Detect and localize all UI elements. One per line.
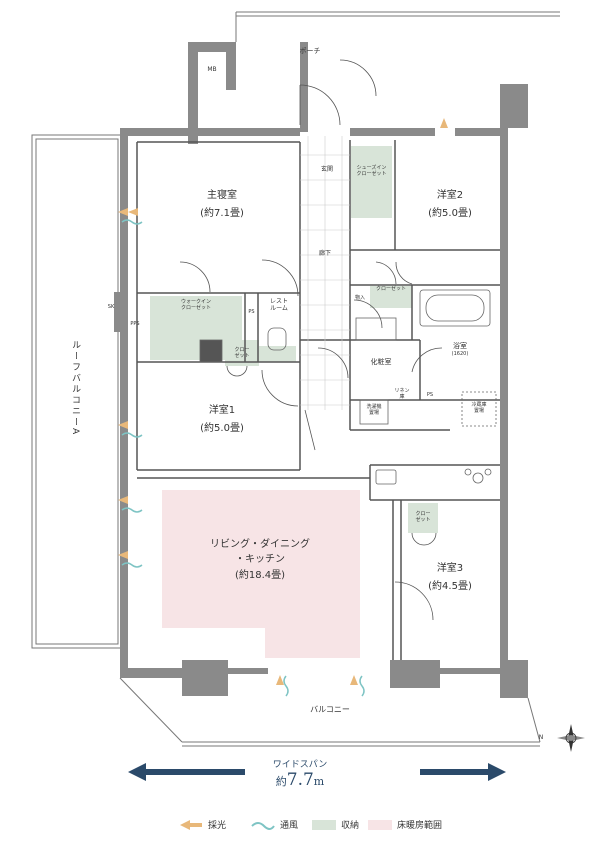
ventilation-waves (121, 219, 365, 697)
closet-b-label: クロー ゼット (234, 347, 250, 359)
storage-label: 物入 (354, 295, 365, 301)
legend-floor-heating-label: 床暖房範囲 (397, 821, 443, 831)
porch-label: ポーチ (299, 47, 321, 55)
restroom-label: レスト ルーム (269, 298, 288, 313)
legend-storage-label: 収納 (341, 821, 360, 831)
walk-in-closet-label: ウォークイン クローゼット (180, 299, 211, 311)
span-arrow-left (128, 763, 245, 781)
hallway-label: 廊下 (318, 250, 331, 257)
floor-heating-area (162, 490, 360, 658)
washer-label: 洗濯機 置場 (366, 404, 382, 416)
wide-span-value: 約7.7m (250, 770, 350, 790)
balcony-area (119, 677, 541, 747)
door-swings (179, 59, 443, 621)
ps2-label: PS (426, 392, 434, 398)
bathroom-label: 浴室 (453, 342, 467, 350)
roof-balcony-label: ルーフバルコニーA (70, 340, 80, 437)
legend-floor-heating: 床暖房範囲 (368, 818, 442, 831)
light-icon (180, 819, 202, 830)
closet-c-label: クロー ゼット (415, 511, 431, 523)
sk-label: SK (107, 304, 115, 310)
shoes-in-closet-label: シューズイン クローゼット (356, 165, 387, 177)
mb-label: MB (207, 66, 217, 73)
span-arrow-right (420, 763, 506, 781)
legend-ventilation-label: 通風 (280, 821, 299, 831)
compass-north-label: N (538, 734, 544, 741)
light-arrows (118, 118, 448, 685)
legend-ventilation: 通風 (250, 818, 298, 831)
wide-span-number: 7.7 (286, 770, 314, 790)
porch-area (235, 11, 560, 42)
fridge-label: 冷蔵庫 置場 (471, 402, 487, 414)
pps-label: PPS (130, 321, 140, 327)
storage-swatch (312, 819, 336, 830)
room3-size: (約4.5畳) (428, 581, 472, 592)
legend-light-label: 採光 (208, 821, 227, 831)
master-bedroom-size: (約7.1畳) (200, 208, 244, 219)
balcony-label: バルコニー (310, 705, 350, 714)
linen-label: リネン 庫 (394, 388, 410, 400)
living-label: リビング・ダイニング ・キッチン (210, 539, 310, 565)
compass-rose (557, 724, 585, 752)
wide-span-label: ワイドスパン (272, 760, 328, 770)
entrance-label: 玄関 (320, 166, 333, 173)
wide-span-prefix: 約 (275, 775, 287, 788)
floor-heating-swatch (368, 819, 392, 830)
living-size: (約18.4畳) (234, 570, 286, 581)
fixtures (199, 289, 497, 485)
room2-label: 洋室2 (436, 190, 464, 201)
legend-light: 採光 (178, 818, 226, 831)
powder-room-label: 化粧室 (370, 358, 392, 366)
outer-walls (114, 42, 528, 698)
legend-storage: 収納 (312, 818, 359, 831)
bathroom-size: (1620) (451, 351, 469, 357)
wide-span-arrows (128, 763, 506, 781)
master-bedroom-label: 主寝室 (207, 190, 237, 201)
ventilation-icon (251, 821, 275, 830)
wide-span-unit: m (313, 775, 325, 788)
hallway-tiles (300, 136, 350, 410)
room2-size: (約5.0畳) (428, 208, 472, 219)
room1-label: 洋室1 (208, 405, 236, 416)
room1-size: (約5.0畳) (200, 423, 244, 434)
room3-label: 洋室3 (436, 563, 464, 574)
closet-a-label: クローゼット (375, 286, 406, 292)
interior-walls (136, 140, 500, 660)
ps1-label: PS (248, 309, 255, 315)
